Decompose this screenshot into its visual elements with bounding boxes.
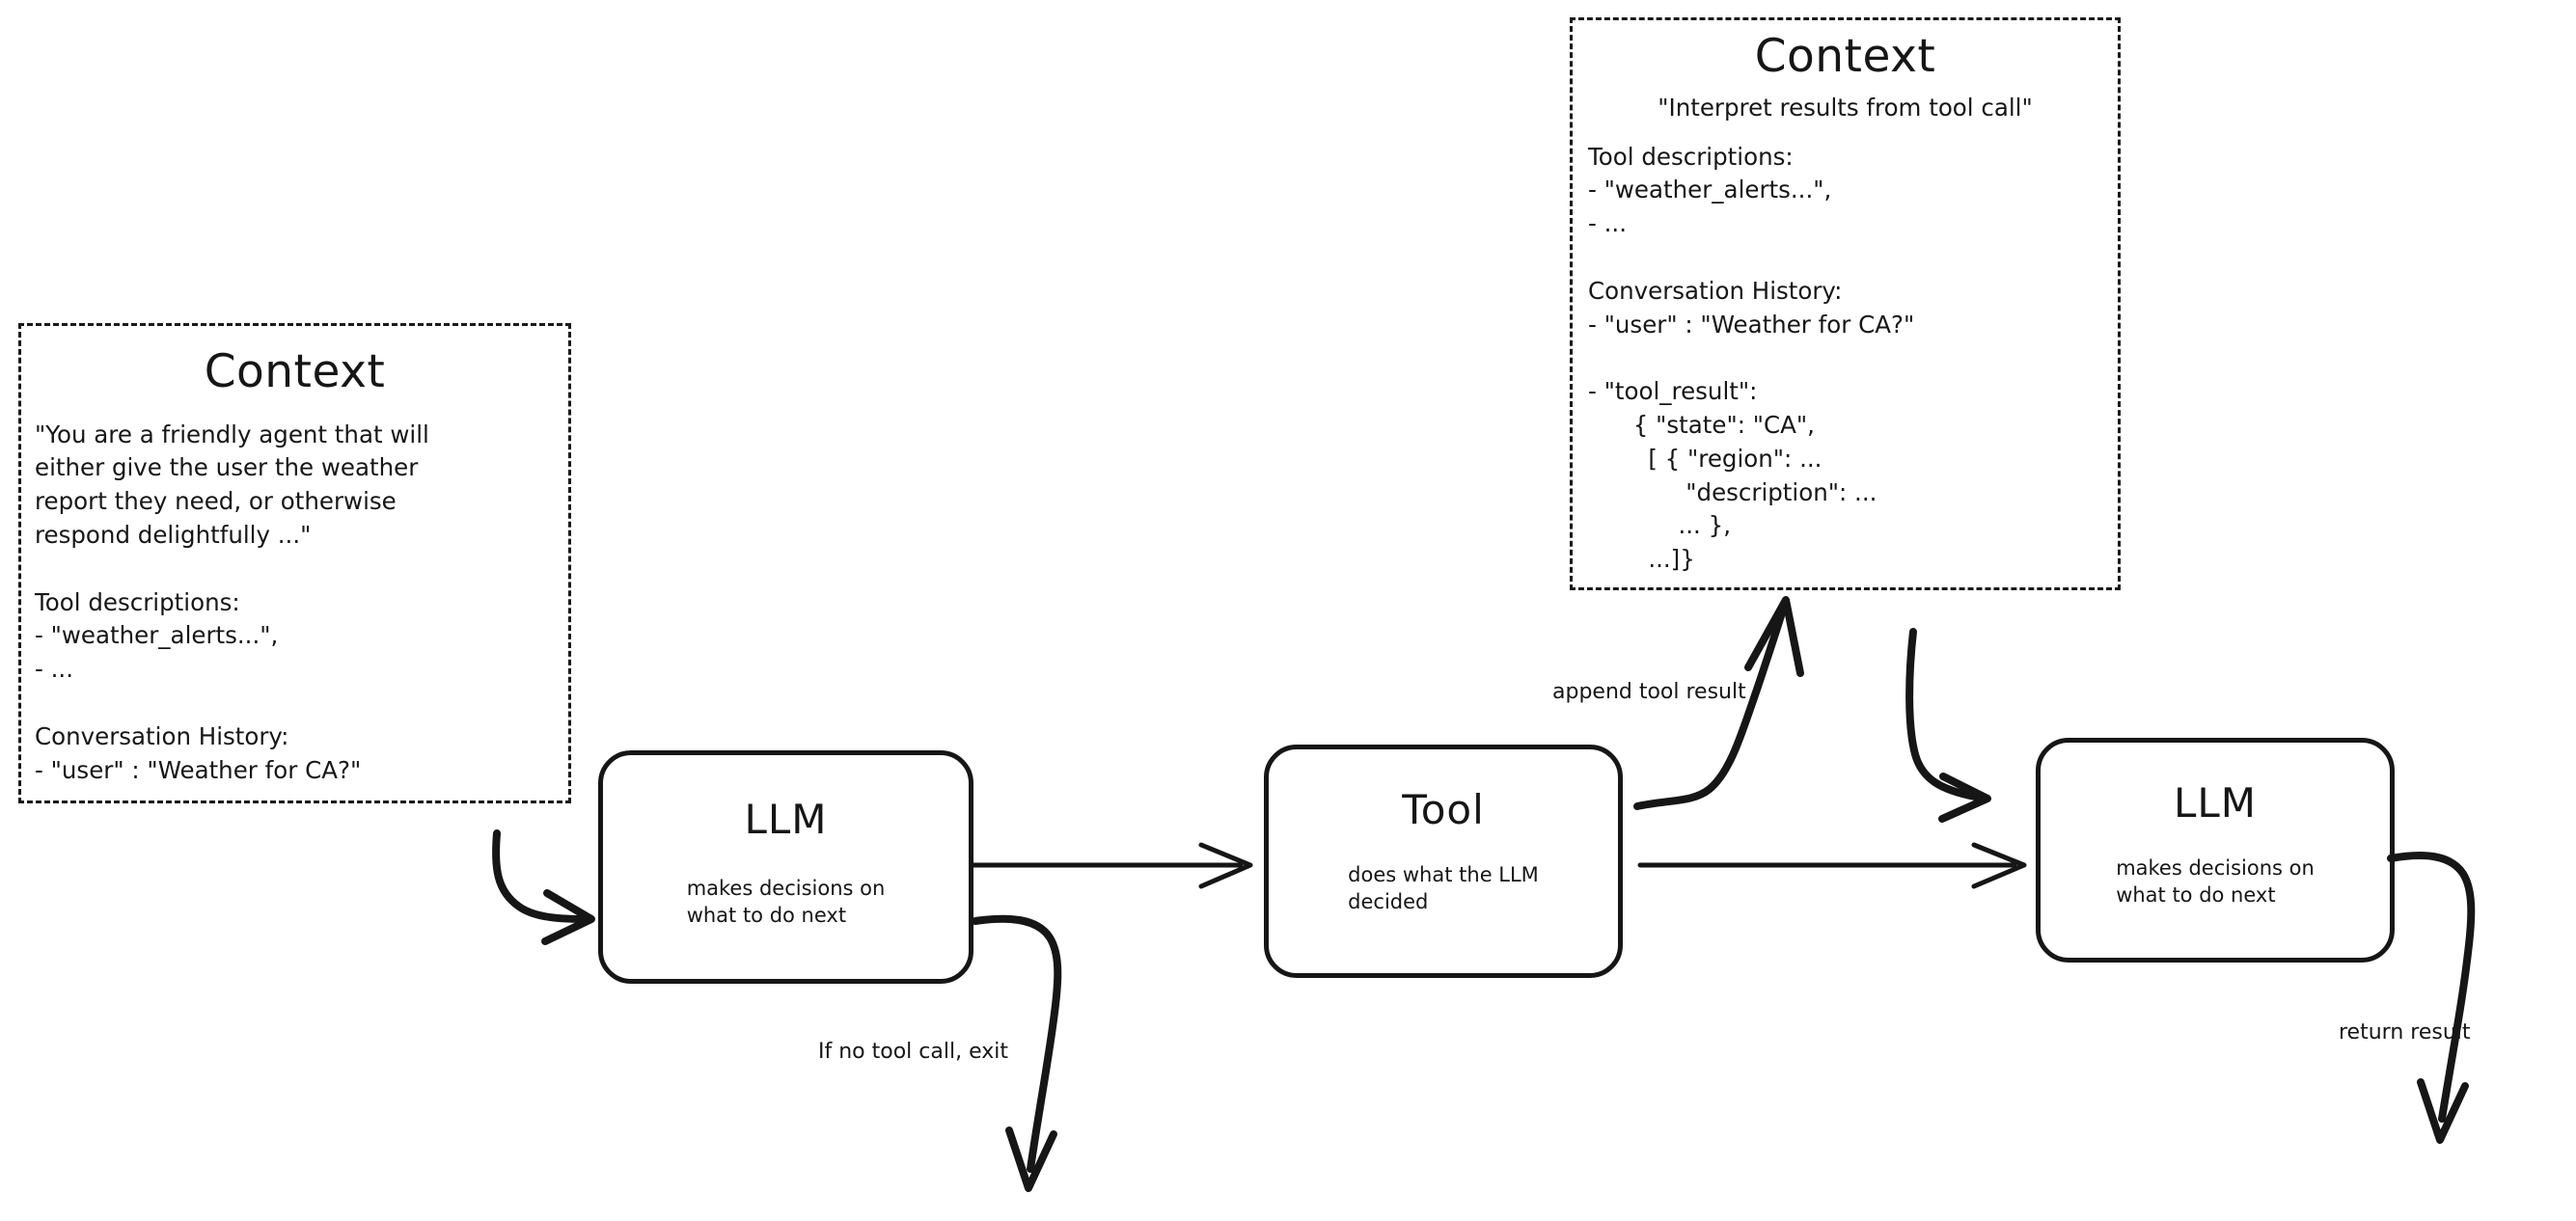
node-llm-first-title: LLM [744, 796, 828, 843]
context-right-quote: "Interpret results from tool call" [1658, 93, 2033, 122]
context-left-body: "You are a friendly agent that will eith… [35, 420, 429, 784]
node-tool-title: Tool [1402, 786, 1485, 833]
edge-label-append-tool-result: append tool result [1552, 680, 1746, 704]
edge-label-exit: If no tool call, exit [818, 1040, 1008, 1064]
arrow-llm-to-tool [970, 842, 1253, 889]
arrow-context-to-llm [492, 829, 595, 945]
node-tool-subtitle: does what the LLM decided [1348, 863, 1539, 913]
context-box-right: Context "Interpret results from tool cal… [1570, 17, 2121, 590]
node-llm-second-title: LLM [2173, 779, 2258, 827]
context-right-title: Context [1754, 30, 1936, 83]
node-llm-first[interactable]: LLM makes decisions on what to do next [598, 750, 973, 984]
arrow-tool-to-llm [1637, 842, 2027, 889]
edge-label-return-result: return result [2339, 1020, 2471, 1045]
node-llm-first-subtitle: makes decisions on what to do next [686, 877, 886, 927]
node-llm-second-subtitle: makes decisions on what to do next [2116, 856, 2315, 907]
node-llm-second[interactable]: LLM makes decisions on what to do next [2036, 738, 2395, 963]
context-box-left: Context "You are a friendly agent that w… [18, 323, 571, 803]
arrow-return-result [2387, 852, 2476, 1144]
context-right-body: Tool descriptions: - "weather_alerts..."… [1588, 142, 1915, 574]
context-left-title: Context [204, 345, 386, 398]
node-tool[interactable]: Tool does what the LLM decided [1264, 745, 1623, 978]
arrow-context-right-to-llm [1905, 628, 1991, 823]
